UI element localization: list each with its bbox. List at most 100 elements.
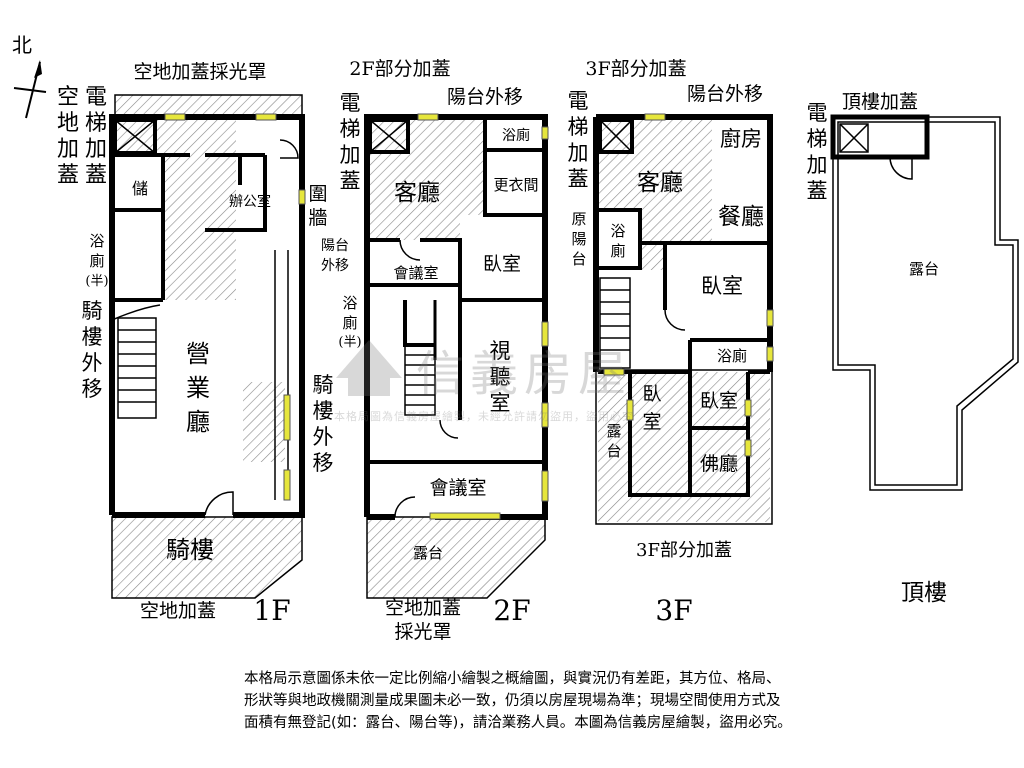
1f-wall-char-0: 圍 (308, 183, 327, 205)
1f-floor-label: 1F (253, 594, 290, 627)
2f-canopy-line-0: 空地加蓋 (385, 597, 461, 619)
3f-elevator-char-0: 電 (568, 89, 589, 113)
disclaimer-line: 本格局示意圖係未依一定比例縮小繪製之概繪圖，與實況仍有差距，其方位、格局、 (244, 671, 781, 687)
3f-living-label: 客廳 (637, 170, 683, 196)
1f-halfbath-char-1: 廁 (89, 252, 104, 270)
1f-arcade-right-char-1: 樓 (313, 399, 334, 423)
floor-3f-plan (593, 113, 774, 525)
2f-elevator-char-1: 梯 (340, 117, 361, 141)
3f-terrace-area (598, 372, 770, 522)
roof-elevator-char-2: 加 (807, 153, 828, 177)
1f-arcade-right-char-2: 外 (313, 425, 334, 449)
roof-labels: 頂樓加蓋 電 梯 加 蓋 露台 頂樓 (807, 91, 948, 606)
2f-canopy-line-1: 採光罩 (394, 621, 451, 643)
2f-meeting-room-1-label: 會議室 (393, 264, 438, 282)
1f-addition-char-1: 地 (57, 111, 79, 136)
stairs-3f (599, 277, 631, 369)
disclaimer-line: 形狀等與地政機關測量成果圖未必一致，仍須以房屋現場為準；現場空間使用方式及 (244, 693, 781, 709)
1f-wall-char-1: 牆 (308, 207, 327, 229)
3f-elevator-char-1: 梯 (568, 115, 589, 139)
3f-bottom-addition-label: 3F部分加蓋 (636, 540, 732, 561)
roof-plan (830, 114, 1019, 491)
1f-bottom-addition-label: 空地加蓋 (140, 600, 216, 622)
1f-hall-char-1: 業 (186, 374, 210, 402)
3f-partial-addition-label: 3F部分加蓋 (585, 58, 686, 80)
1f-addition-char-3: 蓋 (57, 163, 79, 188)
3f-elevator-char-2: 加 (568, 141, 589, 165)
3f-bath-2-label: 浴廁 (717, 347, 747, 365)
floor-2f-labels: 2F部分加蓋 陽台外移 電 梯 加 蓋 浴廁 客廳 更衣間 陽台 外移 會議室 … (321, 58, 539, 643)
2f-partial-addition-label: 2F部分加蓋 (349, 58, 450, 80)
3f-balcony-moved-label: 陽台外移 (687, 83, 763, 105)
north-label: 北 (12, 33, 32, 57)
2f-elevator-char-3: 蓋 (340, 169, 361, 193)
2f-dressing-label: 更衣間 (493, 176, 538, 194)
3f-floor-label: 3F (655, 594, 692, 627)
3f-kitchen-label: 廚房 (720, 127, 762, 151)
1f-elevator-char-3: 蓋 (85, 163, 107, 188)
1f-arcade-moved-char-1: 樓 (82, 325, 103, 349)
2f-balcony-left-line-1: 外移 (321, 258, 349, 274)
disclaimer: 本格局示意圖係未依一定比例縮小繪製之概繪圖，與實況仍有差距，其方位、格局、 形狀… (244, 668, 884, 734)
1f-arcade-moved-char-2: 外 (82, 351, 103, 375)
2f-av-char-1: 聽 (490, 365, 511, 389)
2f-elevator-char-0: 電 (340, 91, 361, 115)
roof-addition-label: 頂樓加蓋 (842, 91, 918, 113)
3f-bedroom-3-label: 臥室 (700, 390, 738, 412)
roof-floor-label: 頂樓 (901, 580, 947, 606)
3f-bath-char-0: 浴 (610, 222, 625, 240)
2f-av-char-2: 室 (490, 391, 511, 415)
3f-bedroom-2-char-0: 臥 (642, 383, 661, 405)
3f-bedroom-1-label: 臥室 (701, 274, 743, 298)
1f-arcade-moved-char-0: 騎 (82, 299, 103, 323)
2f-living-label: 客廳 (394, 180, 440, 206)
1f-hall-char-0: 營 (186, 340, 210, 368)
1f-arcade-right-char-3: 移 (313, 451, 334, 475)
stairs-1f (117, 317, 157, 419)
3f-terrace-char-1: 台 (606, 442, 621, 460)
1f-office-label: 辦公室 (229, 193, 271, 210)
stairs-2f (404, 344, 436, 416)
2f-elevator-char-2: 加 (340, 143, 361, 167)
canopy-area (115, 95, 302, 117)
1f-arcade-right-char-0: 騎 (313, 373, 334, 397)
2f-bedroom-label: 臥室 (483, 253, 521, 275)
3f-orig-balcony-char-0: 原 (571, 210, 586, 228)
2f-halfbath-char-0: 浴 (342, 294, 357, 312)
2f-terrace-area (367, 517, 545, 598)
2f-terrace-label: 露台 (413, 544, 443, 562)
floor-2f-plan (364, 113, 549, 599)
1f-elevator-char-2: 加 (85, 137, 107, 162)
compass: 北 (12, 33, 47, 119)
floor-3f-labels: 3F部分加蓋 陽台外移 電 梯 加 蓋 客廳 廚房 餐廳 原 陽 台 浴 廁 臥… (568, 58, 765, 627)
1f-halfbath-char-0: 浴 (89, 232, 104, 250)
3f-terrace-char-0: 露 (606, 422, 621, 440)
roof-terrace-label: 露台 (909, 260, 939, 278)
2f-floor-label: 2F (493, 594, 530, 627)
3f-bath-char-1: 廁 (610, 242, 625, 260)
3f-elevator-char-3: 蓋 (568, 167, 589, 191)
2f-meeting-room-2-label: 會議室 (429, 477, 486, 499)
roof-elevator-char-1: 梯 (807, 127, 828, 151)
1f-addition-char-2: 加 (57, 137, 79, 162)
1f-addition-char-0: 空 (57, 85, 79, 110)
2f-balcony-left-line-0: 陽台 (321, 238, 349, 254)
3f-orig-balcony-char-2: 台 (571, 250, 586, 268)
roof-elevator-char-3: 蓋 (807, 179, 828, 203)
1f-hall-char-2: 廳 (186, 408, 210, 436)
1f-halfbath-char-2: (半) (85, 274, 108, 289)
1f-arcade-label: 騎樓 (166, 536, 214, 564)
floor-1f-plan (109, 94, 306, 599)
1f-top-canopy-label: 空地加蓋採光罩 (133, 61, 266, 83)
3f-buddha-room-label: 佛廳 (700, 453, 738, 475)
roof-elevator-char-0: 電 (807, 101, 828, 125)
1f-arcade-moved-char-3: 移 (82, 377, 103, 401)
2f-halfbath-char-2: (半) (338, 335, 361, 350)
3f-bedroom-2-char-1: 室 (642, 411, 661, 433)
roof-terrace-outline (832, 116, 1019, 491)
1f-elevator-char-0: 電 (85, 85, 107, 110)
arcade-area (112, 517, 302, 598)
3f-orig-balcony-char-1: 陽 (571, 230, 586, 248)
2f-halfbath-char-1: 廁 (342, 314, 357, 332)
